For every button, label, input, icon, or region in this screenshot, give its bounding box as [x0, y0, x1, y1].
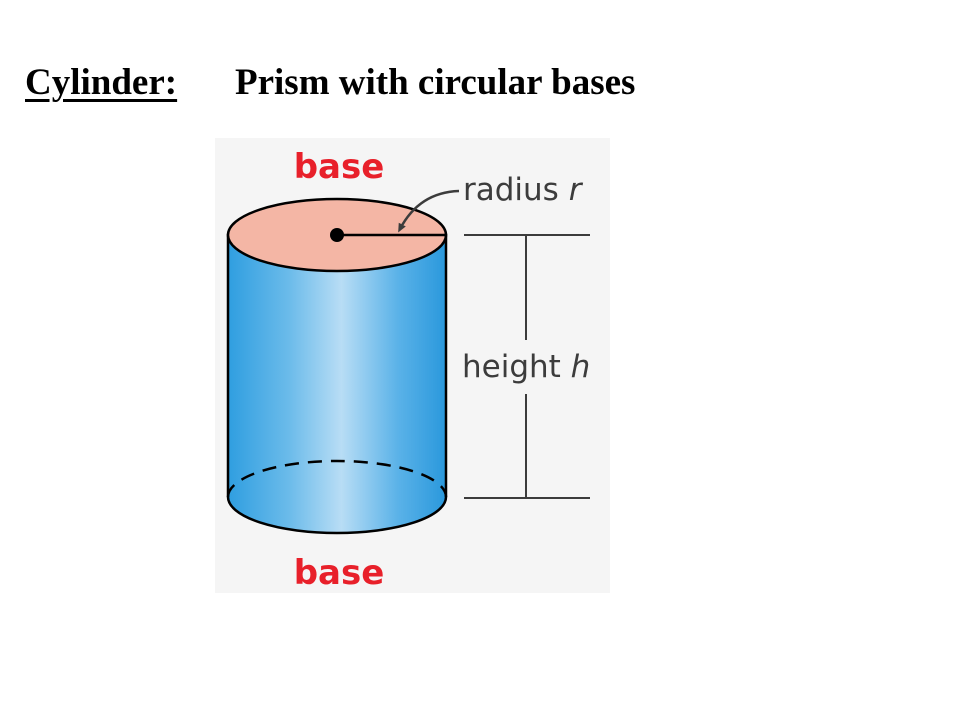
slide-term: Cylinder:: [25, 62, 178, 103]
radius-variable: r: [569, 172, 584, 208]
radius-label: radius r: [463, 172, 584, 208]
cylinder-figure: base base radius r height h: [215, 138, 610, 593]
radius-label-word: radius: [463, 172, 559, 208]
bottom-base-hidden-edge: [226, 459, 448, 498]
bottom-base-label: base: [294, 553, 385, 593]
cylinder-diagram: base base radius r height h: [215, 138, 610, 593]
center-point: [330, 228, 344, 242]
slide-definition: Prism with circular bases: [235, 62, 636, 103]
height-label-word: height: [462, 349, 561, 385]
top-base-label: base: [294, 147, 385, 187]
height-variable: h: [571, 349, 591, 385]
height-label: height h: [462, 349, 590, 385]
radius-arrow: [398, 189, 460, 233]
cylinder-side-surface: [226, 233, 448, 535]
